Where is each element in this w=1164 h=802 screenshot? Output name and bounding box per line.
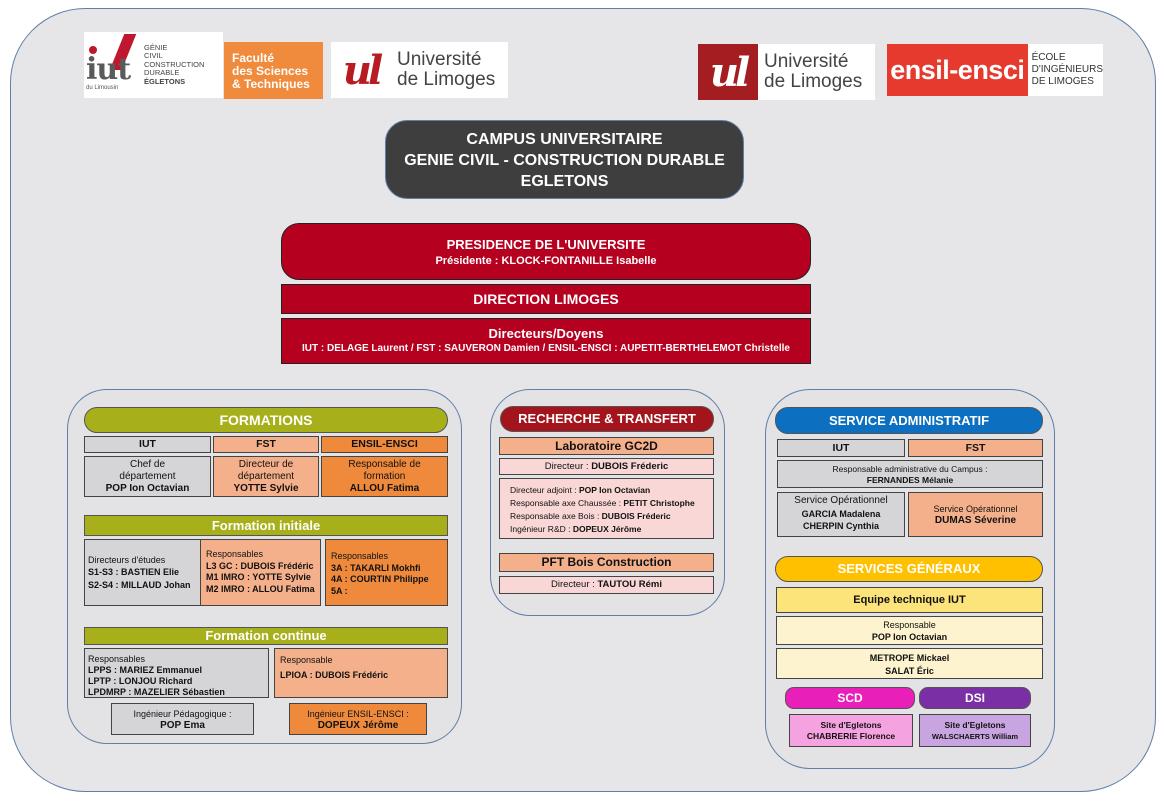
scd-header: SCD	[785, 687, 915, 709]
responsables-iut-continue: Responsables LPPS : MARIEZ Emmanuel LPTP…	[84, 648, 269, 698]
directeurs-box: Directeurs/Doyens IUT : DELAGE Laurent /…	[281, 318, 811, 364]
services-generaux-header: SERVICES GÉNÉRAUX	[775, 556, 1043, 582]
col-fst: FST	[213, 436, 319, 453]
responsable-fst-continue: Responsable LPIOA : DUBOIS Frédéric	[274, 648, 448, 698]
direction-limoges-box: DIRECTION LIMOGES	[281, 284, 811, 314]
equipe-technique: Equipe technique IUT	[776, 587, 1043, 613]
campus-title: CAMPUS UNIVERSITAIRE GENIE CIVIL - CONST…	[385, 120, 744, 199]
labo-responsables: Directeur adjoint : POP Ion Octavian Res…	[499, 478, 714, 539]
ingenieur-ensil: Ingénieur ENSIL-ENSCI :DOPEUX Jérôme	[289, 703, 427, 735]
responsable-administrative: Responsable administrative du Campus :FE…	[777, 460, 1043, 488]
service-administratif-header: SERVICE ADMINISTRATIF	[775, 407, 1043, 434]
responsables-fst-initiale: Responsables L3 GC : DUBOIS Frédéric M1 …	[200, 539, 321, 606]
formation-continue-header: Formation continue	[84, 627, 448, 645]
laboratoire-gc2d: Laboratoire GC2D	[499, 437, 714, 455]
pft-directeur: Directeur : TAUTOU Rémi	[499, 576, 714, 594]
recherche-header: RECHERCHE & TRANSFERT	[500, 406, 714, 432]
formation-initiale-header: Formation initiale	[84, 515, 448, 536]
service-operationnel-fst: Service Opérationnel DUMAS Séverine	[908, 492, 1043, 537]
service-operationnel-iut: Service Opérationnel GARCIA Madalena CHE…	[777, 492, 905, 537]
admin-col-iut: IUT	[777, 439, 905, 457]
formations-header: FORMATIONS	[84, 407, 448, 433]
directeurs-etudes-iut: Directeurs d'études S1-S3 : BASTIEN Elie…	[84, 539, 211, 606]
col-iut: IUT	[84, 436, 211, 453]
col-ensil: ENSIL-ENSCI	[321, 436, 448, 453]
presidence-box: PRESIDENCE DE L'UNIVERSITE Présidente : …	[281, 223, 811, 280]
pft-bois-construction: PFT Bois Construction	[499, 553, 714, 572]
dsi-header: DSI	[919, 687, 1031, 709]
labo-directeur: Directeur : DUBOIS Fréderic	[499, 458, 714, 475]
ingenieur-pedagogique: Ingénieur Pédagogique :POP Ema	[111, 703, 254, 735]
responsables-ensil-initiale: Responsables 3A : TAKARLI Mokhfi 4A : CO…	[325, 539, 448, 606]
admin-col-fst: FST	[908, 439, 1043, 457]
